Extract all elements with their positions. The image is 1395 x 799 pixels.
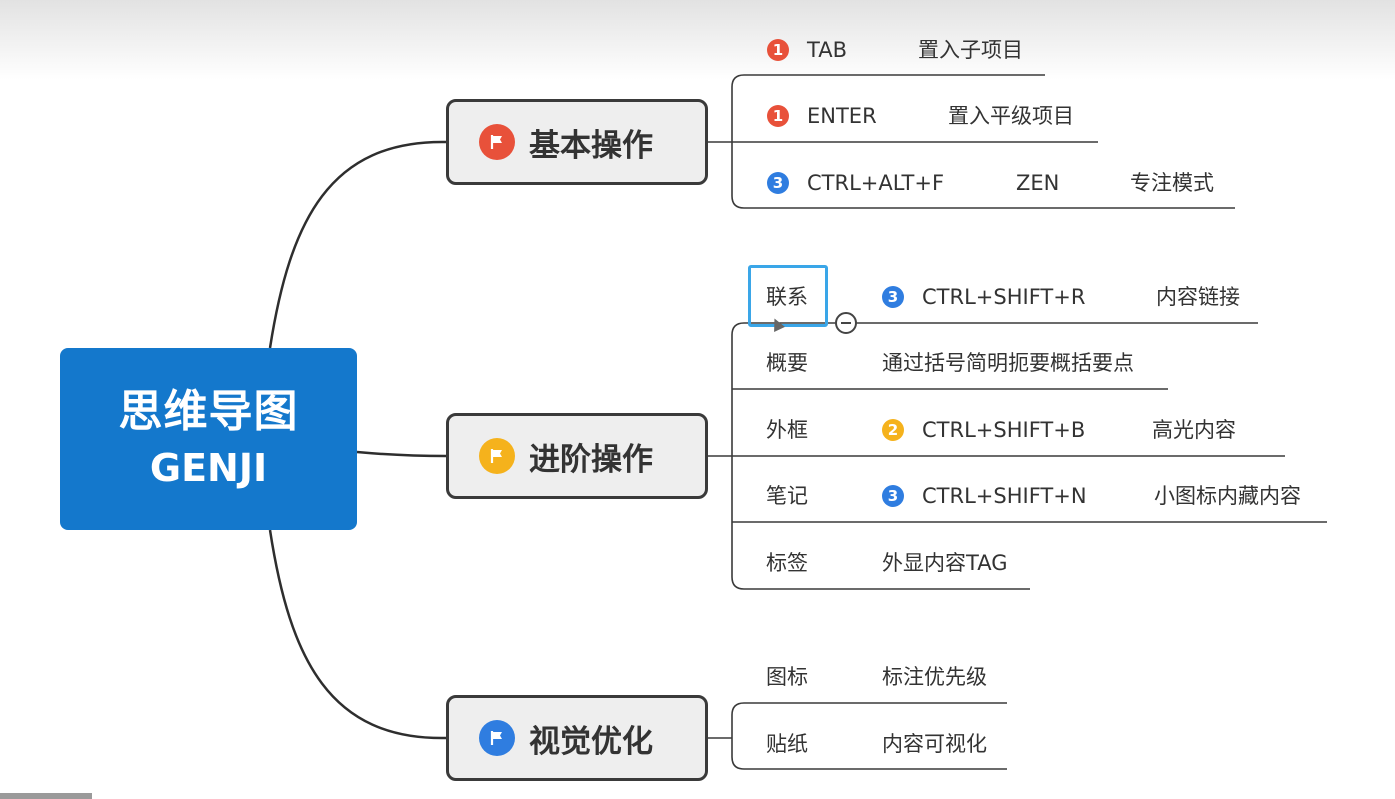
topic-visual-optimization[interactable]: 视觉优化 [446, 695, 708, 781]
subtopic-name: 外框 [766, 418, 808, 442]
shortcut-desc: 内容链接 [1156, 285, 1240, 309]
list-item[interactable]: 联系 3 CTRL+SHIFT+R 内容链接 [766, 280, 1256, 314]
list-item[interactable]: 笔记 3 CTRL+SHIFT+N 小图标内藏内容 [766, 479, 1322, 513]
subtopic-name: 图标 [766, 665, 808, 689]
shortcut-desc: 高光内容 [1152, 418, 1236, 442]
subtopic-desc: 外显内容TAG [882, 551, 1008, 575]
collapse-icon[interactable] [835, 312, 857, 334]
list-item[interactable]: 1 TAB 置入子项目 [760, 33, 1060, 67]
subtopic-name: 贴纸 [766, 732, 808, 756]
list-item[interactable]: 外框 2 CTRL+SHIFT+B 高光内容 [766, 413, 1276, 447]
flag-icon [479, 720, 515, 756]
topic-basic-operations[interactable]: 基本操作 [446, 99, 708, 185]
root-title: 思维导图 [118, 386, 299, 437]
topic-label: 进阶操作 [529, 441, 653, 478]
shortcut-key: CTRL+ALT+F [807, 171, 945, 195]
topic-advanced-operations[interactable]: 进阶操作 [446, 413, 708, 499]
priority-3-icon: 3 [882, 485, 904, 507]
shortcut-desc: 置入平级项目 [948, 104, 1074, 128]
priority-1-icon: 1 [767, 39, 789, 61]
list-item[interactable]: 1 ENTER 置入平级项目 [760, 99, 1100, 133]
flag-icon [479, 124, 515, 160]
subtopic-desc: 内容可视化 [882, 732, 987, 756]
shortcut-key: ENTER [807, 104, 877, 128]
shortcut-alias: ZEN [1016, 171, 1060, 195]
priority-2-icon: 2 [882, 419, 904, 441]
root-subtitle: GENJI [149, 446, 268, 490]
subtopic-name: 联系 [766, 285, 808, 309]
list-item[interactable]: 概要 通过括号简明扼要概括要点 [766, 346, 1166, 380]
subtopic-name: 概要 [766, 351, 808, 375]
list-item[interactable]: 贴纸 内容可视化 [766, 727, 1006, 761]
subtopic-name: 标签 [766, 551, 808, 575]
subtopic-name: 笔记 [766, 484, 808, 508]
shortcut-key: TAB [807, 38, 847, 62]
topic-label: 视觉优化 [529, 723, 653, 760]
shortcut-desc: 置入子项目 [918, 38, 1023, 62]
root-topic[interactable]: 思维导图 GENJI [60, 348, 357, 530]
subtopic-desc: 通过括号简明扼要概括要点 [882, 351, 1134, 375]
list-item[interactable]: 3 CTRL+ALT+F ZEN 专注模式 [760, 166, 1230, 200]
priority-1-icon: 1 [767, 105, 789, 127]
bottom-tab-bar [0, 793, 92, 799]
list-item[interactable]: 标签 外显内容TAG [766, 546, 1026, 580]
top-shade [0, 0, 1395, 80]
topic-label: 基本操作 [529, 127, 653, 164]
shortcut-key: CTRL+SHIFT+B [922, 418, 1086, 442]
shortcut-desc: 小图标内藏内容 [1154, 484, 1301, 508]
flag-icon [479, 438, 515, 474]
shortcut-desc: 专注模式 [1130, 171, 1214, 195]
shortcut-key: CTRL+SHIFT+R [922, 285, 1086, 309]
priority-3-icon: 3 [882, 286, 904, 308]
shortcut-key: CTRL+SHIFT+N [922, 484, 1087, 508]
priority-3-icon: 3 [767, 172, 789, 194]
selection-highlight [748, 265, 828, 327]
subtopic-desc: 标注优先级 [882, 665, 987, 689]
list-item[interactable]: 图标 标注优先级 [766, 660, 1006, 694]
